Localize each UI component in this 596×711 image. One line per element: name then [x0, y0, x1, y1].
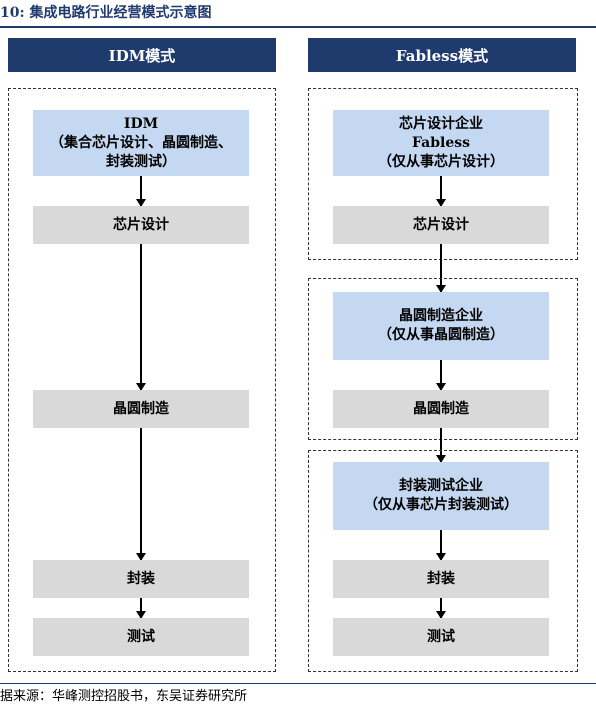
idm-company-box: IDM （集合芯片设计、晶圆制造、 封装测试）: [33, 110, 249, 176]
fabless-testing-box: 测试: [333, 618, 549, 656]
idm-company-line: （集合芯片设计、晶圆制造、: [50, 134, 232, 151]
pkg-company-line: 封装测试企业: [399, 478, 483, 494]
fabless-chip-design-box: 芯片设计: [333, 206, 549, 244]
title-rule: [0, 26, 596, 28]
idm-chip-design-box: 芯片设计: [33, 206, 249, 244]
design-company-line: 芯片设计企业: [399, 115, 483, 132]
pkg-company-box: 封装测试企业 （仅从事芯片封装测试）: [333, 462, 549, 530]
fabless-wafer-fab-box: 晶圆制造: [333, 390, 549, 428]
fabless-pkg-group: [308, 450, 578, 672]
fabless-packaging-box: 封装: [333, 560, 549, 598]
arrow-down: [136, 244, 146, 391]
arrow-down: [436, 598, 446, 619]
arrow-down: [436, 530, 446, 561]
idm-packaging-box: 封装: [33, 560, 249, 598]
arrow-down: [436, 360, 446, 391]
fab-company-line: （仅从事晶圆制造）: [378, 327, 504, 343]
arrow-down: [436, 244, 446, 293]
pkg-company-line: （仅从事芯片封装测试）: [364, 497, 518, 513]
idm-dashed-group: [8, 88, 276, 672]
arrow-down: [436, 428, 446, 463]
design-company-line: （仅从事芯片设计）: [378, 153, 504, 170]
design-company-line: Fabless: [411, 134, 471, 151]
arrow-down: [136, 176, 146, 207]
idm-wafer-fab-box: 晶圆制造: [33, 390, 249, 428]
source-note: 据来源：华峰测控招股书，东吴证券研究所: [0, 689, 248, 704]
idm-testing-box: 测试: [33, 618, 249, 656]
idm-header: IDM模式: [8, 38, 276, 72]
fabless-fab-group: [308, 278, 578, 440]
arrow-down: [436, 176, 446, 207]
figure-title: 10: 集成电路行业经营模式示意图: [0, 5, 212, 21]
fab-company-line: 晶圆制造企业: [399, 308, 483, 324]
footer-rule: [0, 683, 596, 684]
fabless-header: Fabless模式: [308, 38, 576, 72]
arrow-down: [136, 598, 146, 619]
idm-company-line: IDM: [123, 115, 159, 132]
arrow-down: [136, 428, 146, 561]
idm-company-line: 封装测试）: [106, 153, 176, 170]
fabless-design-group: [308, 88, 578, 260]
fabless-design-company-box: 芯片设计企业 Fabless （仅从事芯片设计）: [333, 110, 549, 176]
fab-company-box: 晶圆制造企业 （仅从事晶圆制造）: [333, 292, 549, 360]
